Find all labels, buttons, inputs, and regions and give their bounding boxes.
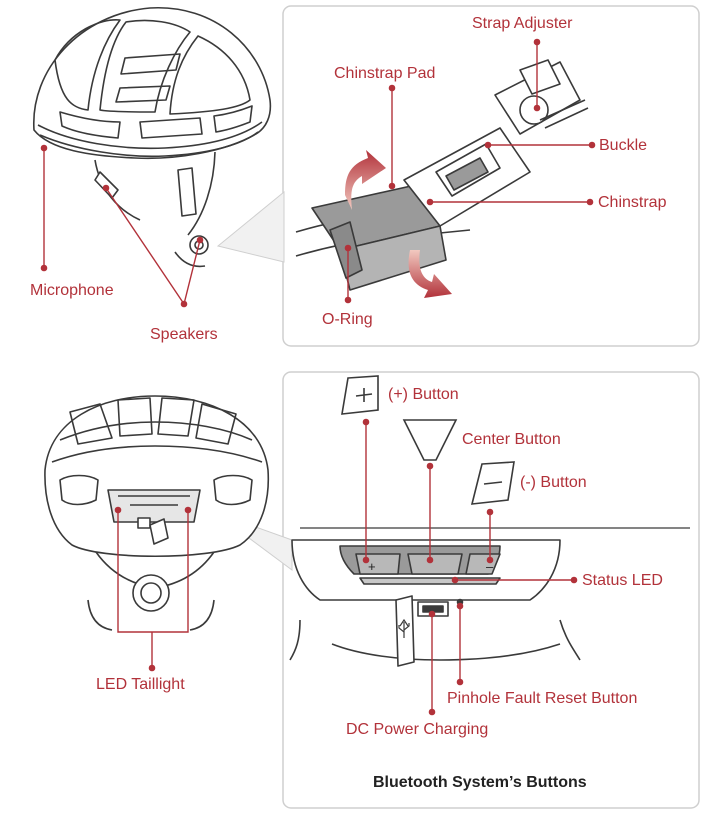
- label-plus-button: (+) Button: [388, 386, 459, 403]
- svg-text:+: +: [368, 559, 376, 574]
- helmet-front-icon: [33, 7, 272, 268]
- label-dc-power: DC Power Charging: [346, 721, 489, 738]
- plus-icon: [341, 375, 379, 415]
- usb-icon: [398, 618, 410, 638]
- label-buckle: Buckle: [599, 137, 648, 154]
- triangle-icon: [402, 419, 458, 461]
- minus-icon: [470, 461, 515, 505]
- label-chinstrap: Chinstrap: [598, 194, 667, 211]
- label-chinstrap-pad: Chinstrap Pad: [334, 65, 436, 82]
- label-microphone: Microphone: [30, 282, 114, 299]
- chinstrap-pad-arrow-down: [408, 250, 452, 298]
- leader-lines: [40, 38, 596, 716]
- label-minus-button: (-) Button: [520, 474, 587, 491]
- label-strap-adjuster: Strap Adjuster: [472, 15, 573, 32]
- chinstrap-pad-arrow-up: [345, 150, 386, 210]
- label-pinhole-reset: Pinhole Fault Reset Button: [447, 690, 638, 707]
- svg-text:–: –: [486, 559, 494, 574]
- control-unit-drawing: + –: [289, 527, 690, 667]
- label-o-ring: O-Ring: [322, 311, 373, 328]
- label-center-button: Center Button: [462, 431, 561, 448]
- helmet-rear-icon: [44, 395, 270, 631]
- label-status-led: Status LED: [582, 572, 663, 589]
- label-led-taillight: LED Taillight: [96, 676, 185, 693]
- label-speakers: Speakers: [150, 326, 218, 343]
- top-zoom-callout: [216, 190, 285, 263]
- bottom-panel-caption: Bluetooth System’s Buttons: [373, 774, 587, 791]
